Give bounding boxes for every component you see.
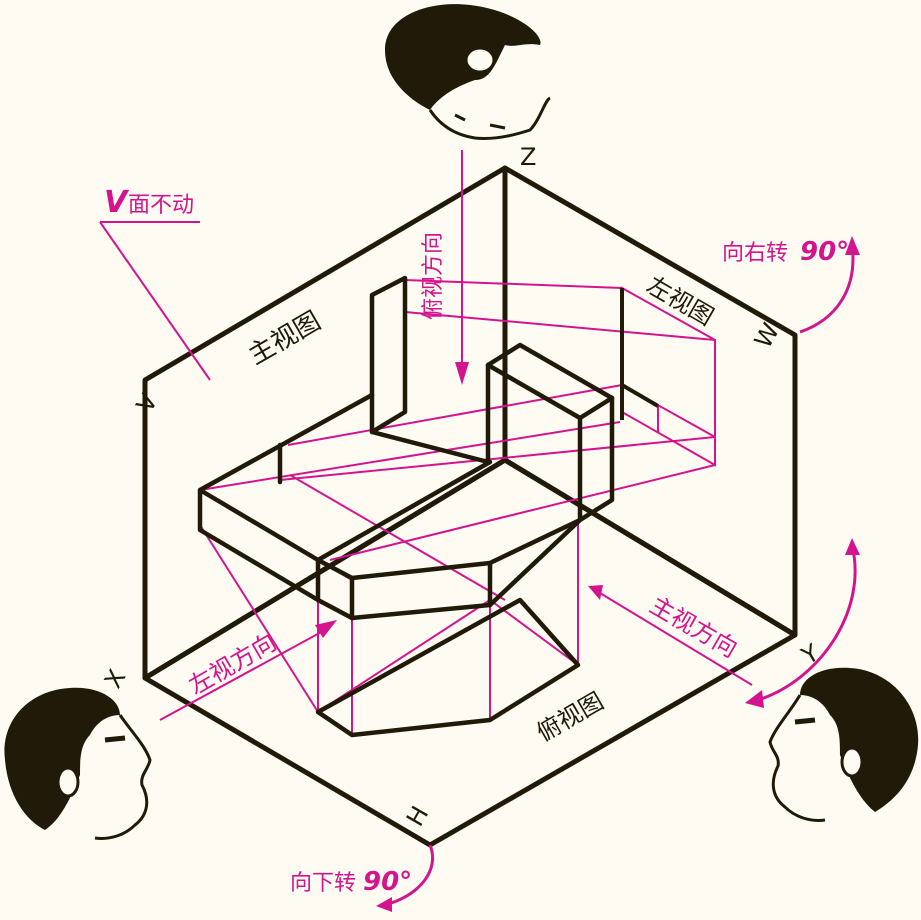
- top-view-label: 俯视图: [532, 687, 608, 747]
- arrow-down-icon: [455, 362, 469, 385]
- axis-x-label: X: [99, 665, 131, 693]
- rotation-arrowheads: [376, 236, 860, 912]
- top-view-direction-label: 俯视方向: [421, 232, 446, 320]
- projection-lines: [159, 150, 753, 736]
- observer-head-left-icon: [4, 687, 152, 840]
- observer-head-right-icon: [768, 667, 919, 822]
- axis-z-label: Z: [520, 143, 536, 171]
- v-fixed-label-v: V: [104, 185, 130, 220]
- observer-head-top-icon: [385, 4, 551, 140]
- h-plane: [142, 457, 798, 848]
- arrow-right-icon: [315, 620, 337, 638]
- left-view-label: 左视图: [642, 271, 718, 331]
- rotate-right-degrees: 90°: [800, 237, 849, 267]
- projection-planes: [142, 165, 798, 848]
- rotate-right-label: 向右转: [722, 241, 788, 266]
- axis-h-label: H: [401, 801, 434, 831]
- v-fixed-leader-diag: [99, 221, 211, 381]
- rotate-down-degrees: 90°: [363, 867, 412, 897]
- left-view-direction-label: 左视方向: [184, 628, 281, 700]
- arrow-left-icon: [588, 585, 603, 600]
- rotation-arrows: [384, 244, 857, 907]
- axis-y-label: Y: [796, 638, 824, 670]
- rotate-right-arc: [799, 244, 855, 334]
- rotate-down-arc-y: [757, 544, 857, 702]
- direction-arrowheads: [315, 362, 603, 638]
- rotate-down-label: 向下转: [290, 871, 356, 896]
- solid-object: [197, 275, 615, 738]
- v-fixed-label: 面不动: [128, 193, 194, 218]
- main-view-direction-label: 主视方向: [645, 591, 742, 663]
- rotate-down-arc-h: [384, 844, 435, 907]
- left-view-outline: [620, 288, 660, 420]
